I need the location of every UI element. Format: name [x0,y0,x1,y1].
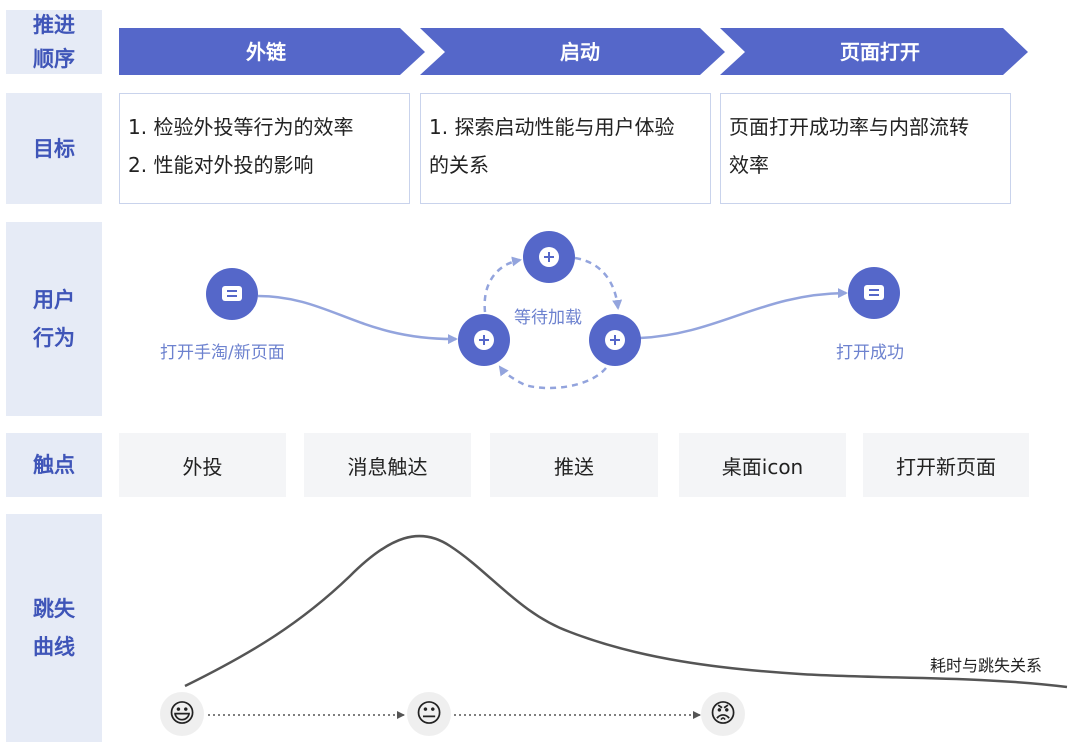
side-text: 目标 [33,136,75,161]
stage-arrows: 外链 启动 页面打开 [119,28,1028,75]
flow-line-start [257,294,458,345]
goal-line: 1. 检验外投等行为的效率 [128,115,354,139]
neutral-emoji-icon: 😐 [407,692,451,736]
side-label-goal: 目标 [6,93,102,204]
stage-label-2: 启动 [560,40,600,64]
loop-arc-bottom [498,365,607,390]
goal-line: 页面打开成功率与内部流转 [729,115,969,139]
behavior-wait-label: 等待加载 [514,308,582,328]
side-label-touch: 触点 [6,433,102,497]
angry-emoji-icon: 😡 [701,692,745,736]
behavior-end-label: 打开成功 [836,343,904,363]
behavior-start-label: 打开手淘/新页面 [160,343,285,363]
flow-line-end [639,288,848,340]
side-text: 行为 [33,326,75,350]
behavior-flow [206,231,900,390]
curve-line [184,534,1068,689]
goal-box-2: 1. 探索启动性能与用户体验 的关系 [420,93,711,204]
side-text: 曲线 [33,635,75,659]
goal-line: 2. 性能对外投的影响 [128,153,314,177]
goal-line: 效率 [729,153,769,177]
bounce-curve [184,534,1068,719]
stage-label-1: 外链 [246,40,287,64]
goal-box-1: 1. 检验外投等行为的效率 2. 性能对外投的影响 [119,93,410,204]
stage-arrow-2 [420,28,725,75]
side-text: 触点 [33,453,75,477]
goal-line: 的关系 [429,153,489,177]
touchpoint-1: 外投 [119,433,286,497]
stage-arrow-1 [119,28,425,75]
happy-emoji-icon: 😃 [160,692,204,736]
side-label-order: 推进顺序 [6,10,102,74]
goal-line: 1. 探索启动性能与用户体验 [429,115,675,139]
node-start [206,268,258,320]
touchpoint-2: 消息触达 [304,433,471,497]
node-wait-top [523,231,575,283]
node-wait-left [458,314,510,366]
loop-arc-top-left [483,256,522,313]
side-text: 推进 [33,13,75,37]
emoji-glyph: 😐 [415,699,443,729]
emoji-glyph: 😡 [709,699,737,729]
touchpoint-3: 推送 [490,433,658,497]
loop-arc-top-right [574,256,623,310]
side-text: 用户 [33,288,75,312]
node-end [848,267,900,319]
touchpoint-4: 桌面icon [679,433,846,497]
stage-label-3: 页面打开 [840,40,920,64]
node-wait-right [589,314,641,366]
side-text: 顺序 [33,47,75,71]
side-label-behavior: 用户行为 [6,222,102,416]
goal-box-3: 页面打开成功率与内部流转 效率 [720,93,1011,204]
stage-arrow-3 [720,28,1028,75]
curve-label: 耗时与跳失关系 [930,656,1043,675]
side-text: 跳失 [33,597,75,621]
side-label-curve: 跳失曲线 [6,514,102,742]
touchpoint-5: 打开新页面 [863,433,1029,497]
emoji-glyph: 😃 [168,699,196,729]
